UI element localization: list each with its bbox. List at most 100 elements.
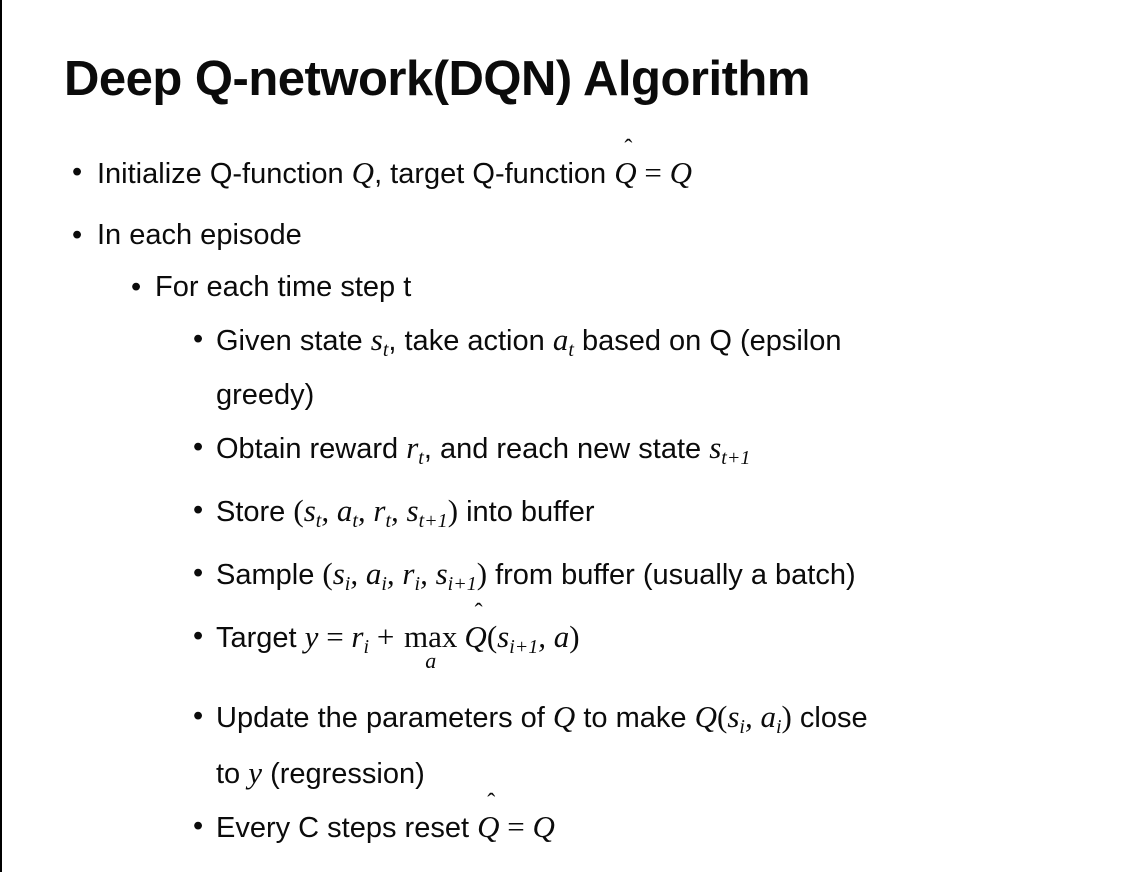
- bullet-marker: •: [193, 431, 204, 463]
- math-equals: =: [636, 155, 670, 190]
- math-s: s: [406, 493, 419, 528]
- math-paren-close: ): [476, 556, 488, 591]
- bullet-store-buffer: •Store (st, at, rt, st+1) into buffer: [2, 488, 1124, 544]
- math-subscript-t1: t+1: [721, 447, 751, 469]
- math-subscript-i: i: [739, 716, 745, 738]
- math-q: Q: [351, 155, 375, 190]
- bullet-marker: •: [193, 323, 204, 355]
- math-r: r: [373, 493, 386, 528]
- math-paren-open: (: [322, 556, 333, 591]
- bullet-obtain-reward: •Obtain reward rt, and reach new state s…: [2, 425, 1124, 481]
- math-subscript-i1: i+1: [509, 636, 539, 658]
- math-paren-open: (: [293, 493, 304, 528]
- math-subscript-t: t: [315, 510, 322, 532]
- text-segment: Sample: [216, 559, 323, 591]
- math-y: y: [248, 755, 263, 790]
- bullet-given-state: •Given state st, take action at based on…: [2, 317, 1124, 418]
- math-subscript-i: i: [775, 716, 782, 738]
- math-comma: ,: [386, 556, 403, 591]
- math-s: s: [435, 556, 448, 591]
- math-s: s: [332, 556, 345, 591]
- slide-title: Deep Q-network(DQN) Algorithm: [64, 52, 810, 106]
- bullet-for-each-time-step: • For each time step t: [2, 265, 1124, 310]
- text-segment: , target Q-function: [374, 158, 615, 190]
- math-a: a: [552, 322, 569, 357]
- math-q: Q: [477, 809, 500, 844]
- math-paren-open: (: [486, 619, 498, 654]
- text-segment: Obtain reward: [216, 433, 407, 465]
- bullet-marker: •: [193, 494, 204, 526]
- math-subscript-i: i: [344, 573, 351, 595]
- math-comma: ,: [350, 556, 366, 591]
- math-r: r: [402, 556, 415, 591]
- bullet-initialize-q-functions: •Initialize Q-function Q, target Q-funct…: [2, 137, 1124, 197]
- text-segment: close: [791, 702, 868, 734]
- math-plus: +: [369, 619, 403, 654]
- math-paren-close: ): [569, 619, 580, 654]
- math-comma: ,: [391, 493, 407, 528]
- bullet-in-each-episode: •In each episode: [2, 213, 1124, 258]
- bullet-update-parameters: •Update the parameters of Q to make Q(si…: [2, 694, 1124, 797]
- text-segment: Store: [216, 496, 294, 528]
- math-q: Q: [669, 155, 692, 190]
- text-segment: , take action: [388, 325, 553, 357]
- text-segment: based on Q (epsilon: [573, 325, 842, 357]
- math-paren-close: ): [781, 699, 792, 734]
- math-q: Q: [464, 619, 487, 654]
- math-s: s: [727, 699, 740, 734]
- text-segment: Update the parameters of: [216, 702, 553, 734]
- text-segment: Target: [216, 622, 305, 654]
- math-q: Q: [532, 809, 555, 844]
- math-a: a: [336, 493, 353, 528]
- text-segment: Initialize Q-function: [97, 158, 352, 190]
- text-segment: For each time step t: [155, 271, 412, 303]
- math-comma: ,: [538, 619, 554, 654]
- bullet-marker: •: [193, 557, 204, 589]
- text-segment: to make: [575, 702, 695, 734]
- math-s: s: [303, 493, 316, 528]
- math-subscript-t: t: [385, 510, 392, 532]
- hat-accent: ˆ: [474, 600, 483, 626]
- math-paren-open: (: [716, 699, 728, 734]
- text-segment: into buffer: [458, 496, 595, 528]
- bullet-marker: •: [72, 156, 83, 188]
- math-comma: ,: [744, 699, 761, 734]
- math-q: Q: [552, 699, 576, 734]
- math-comma: ,: [420, 556, 436, 591]
- text-segment: , and reach new state: [423, 433, 710, 465]
- max-label: max: [404, 619, 458, 654]
- math-subscript-t: t: [568, 339, 574, 361]
- text-segment: Every C steps reset: [216, 812, 478, 844]
- text-segment: In each episode: [97, 219, 302, 251]
- math-subscript-i: i: [363, 636, 370, 658]
- math-s: s: [709, 430, 722, 465]
- math-subscript-i: i: [381, 573, 387, 595]
- bullet-list: •Initialize Q-function Q, target Q-funct…: [2, 137, 1124, 851]
- math-subscript-t: t: [382, 339, 389, 361]
- math-q: Q: [694, 699, 717, 734]
- math-s: s: [497, 619, 510, 654]
- math-subscript-t: t: [418, 447, 424, 469]
- math-s: s: [370, 322, 383, 357]
- hat-accent: ˆ: [487, 790, 496, 816]
- math-q: Q: [614, 155, 637, 190]
- bullet-marker: •: [193, 700, 204, 732]
- text-segment: greedy): [216, 379, 315, 411]
- max-under-a: a: [425, 648, 437, 673]
- bullet-marker: •: [131, 271, 142, 303]
- math-subscript-i: i: [414, 573, 421, 595]
- math-a: a: [365, 556, 382, 591]
- math-comma: ,: [357, 493, 374, 528]
- math-r: r: [351, 619, 364, 654]
- math-y: y: [304, 619, 319, 654]
- math-subscript-t: t: [352, 510, 358, 532]
- text-segment: from buffer (usually a batch): [487, 559, 856, 591]
- text-segment: Given state: [216, 325, 371, 357]
- bullet-marker: •: [193, 810, 204, 842]
